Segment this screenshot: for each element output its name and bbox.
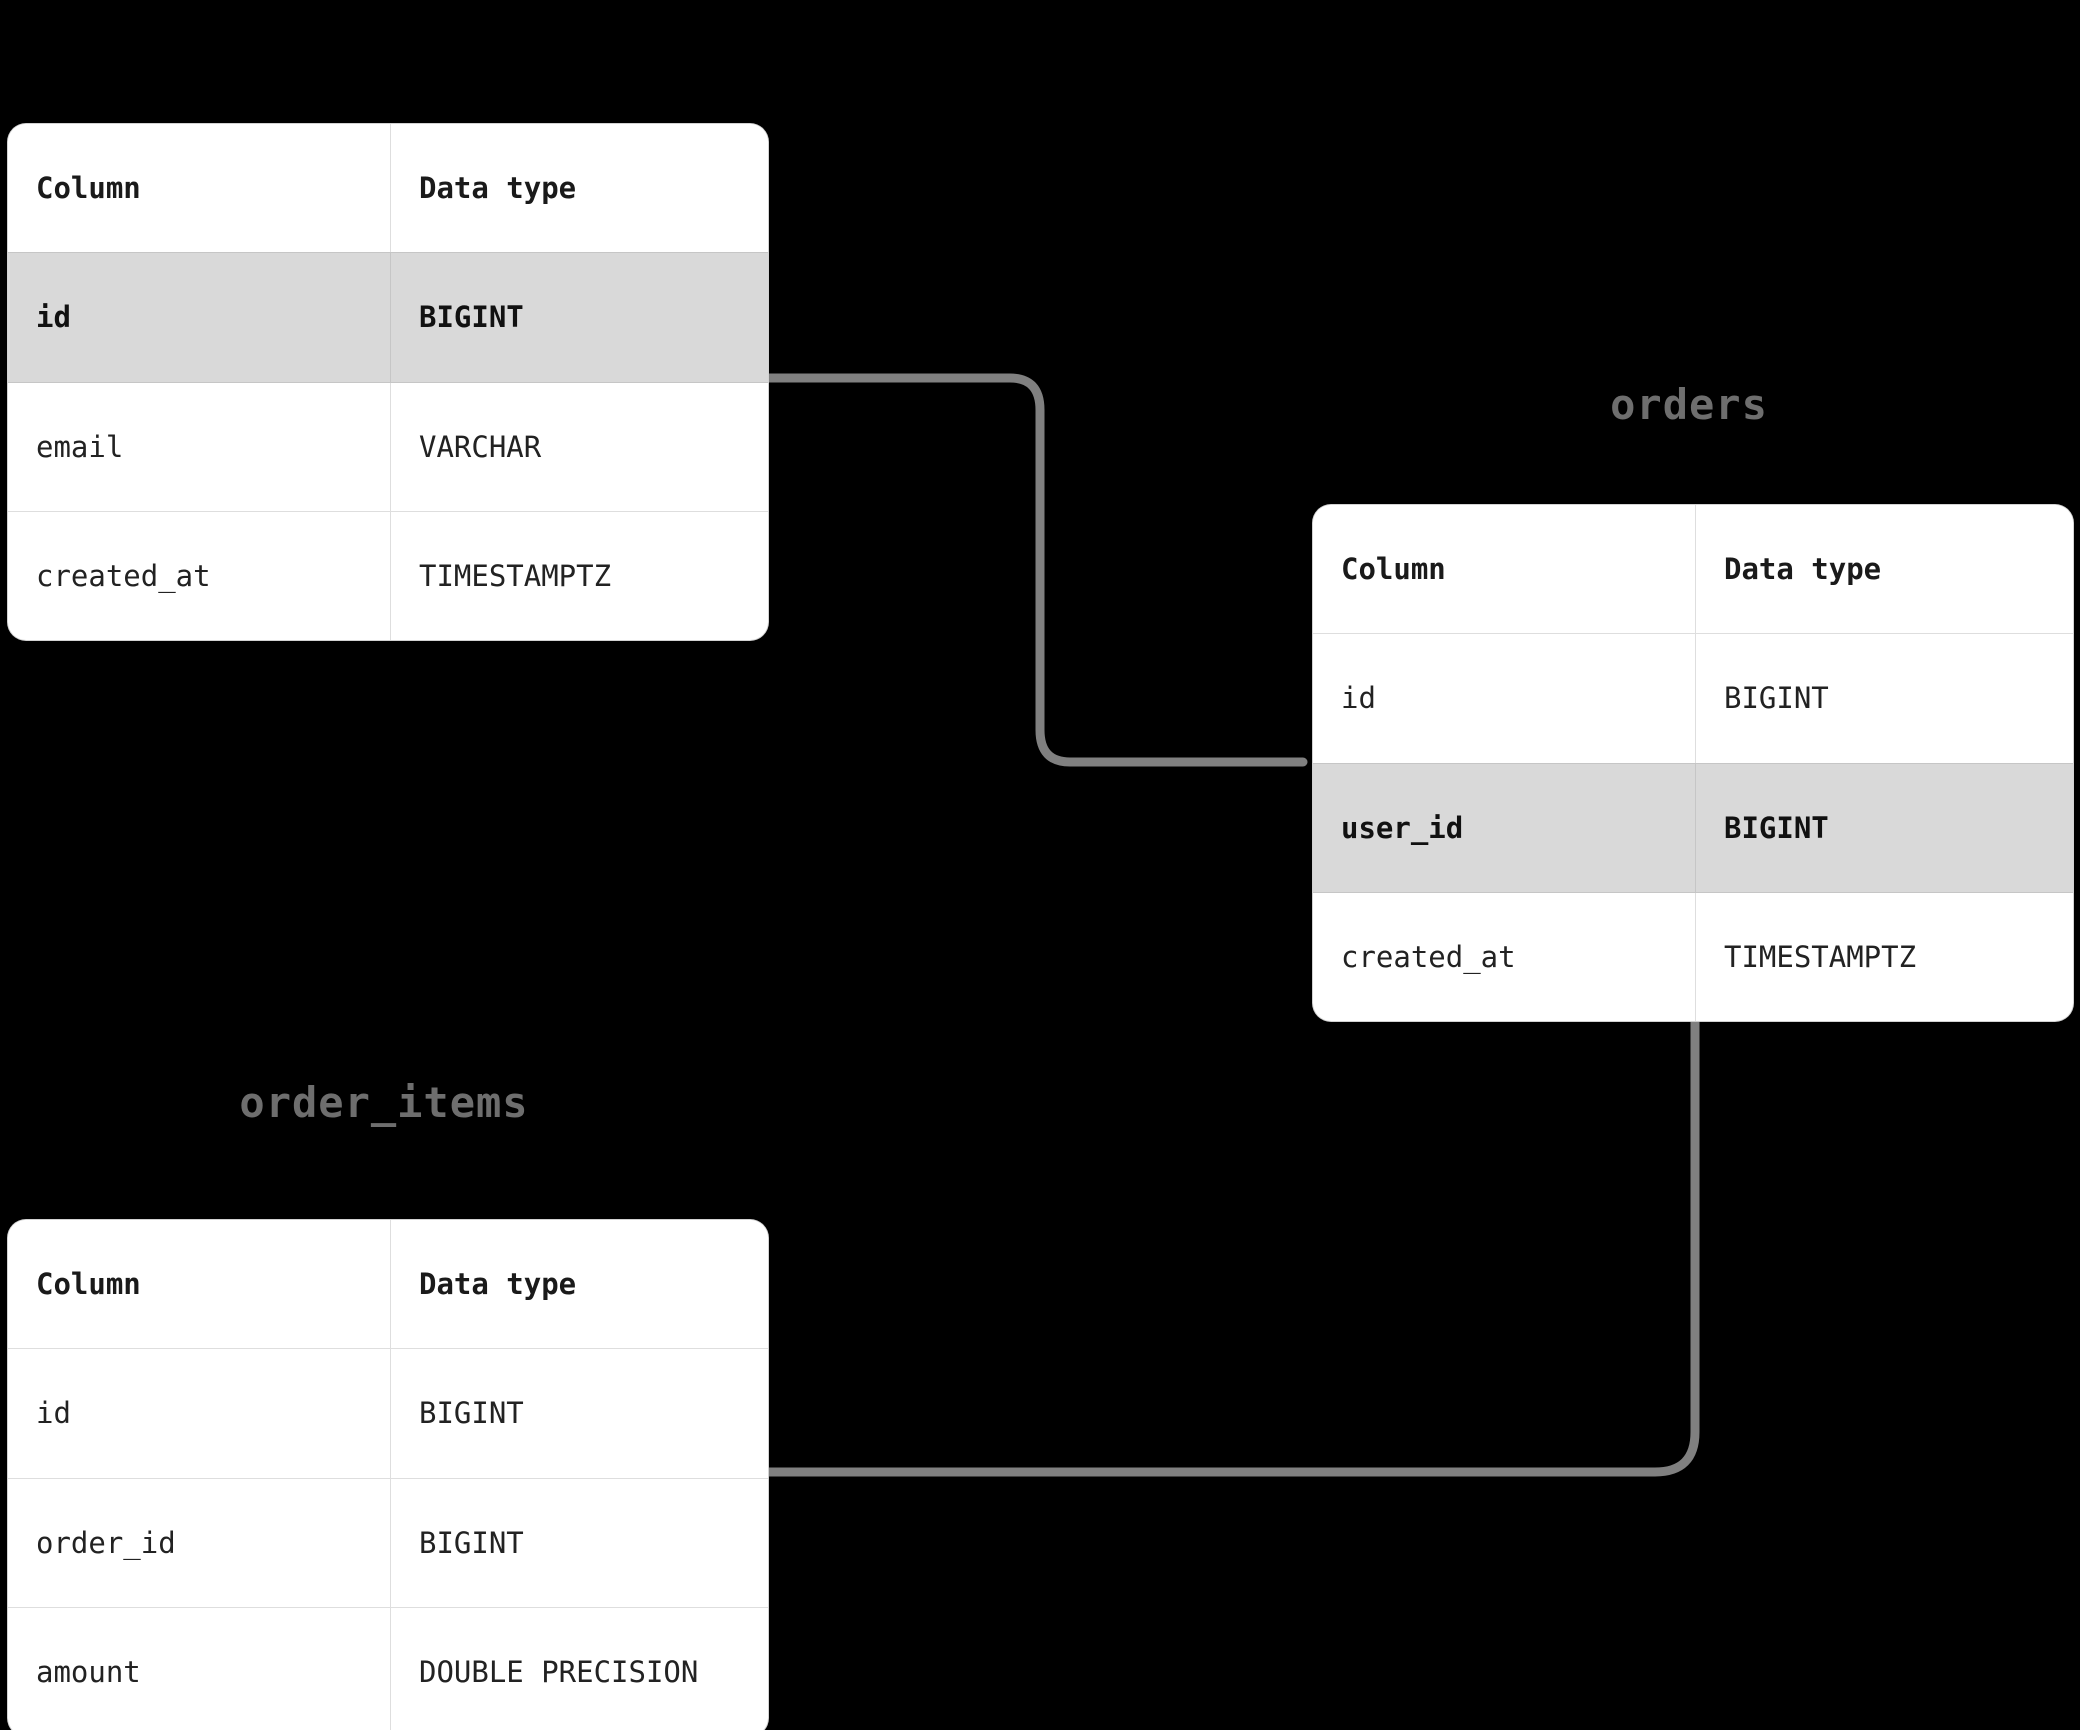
row-column-name: id [8, 1349, 391, 1478]
connector-users-id-to-orders-user-id [763, 373, 1308, 767]
row-column-datatype: TIMESTAMPTZ [419, 558, 612, 593]
table-row[interactable]: amount DOUBLE PRECISION [8, 1606, 768, 1730]
row-column-datatype: DOUBLE PRECISION [419, 1654, 699, 1689]
table-row[interactable]: id BIGINT [1313, 633, 2073, 763]
entity-card-order-items[interactable]: Column Data type id BIGINT order_id BIGI… [8, 1220, 768, 1730]
row-column-name: id [1313, 634, 1696, 763]
row-column-name: created_at [1313, 892, 1696, 1021]
row-column-name: order_id [8, 1478, 391, 1607]
entity-card-orders[interactable]: Column Data type id BIGINT user_id BIGIN… [1313, 505, 2073, 1021]
row-column-datatype: BIGINT [419, 1396, 524, 1431]
row-column-datatype: BIGINT [1724, 681, 1829, 716]
table-header-row: Column Data type [8, 1220, 768, 1349]
row-column-name: amount [8, 1607, 391, 1730]
row-column-datatype: BIGINT [419, 1525, 524, 1560]
row-column-datatype: BIGINT [419, 300, 524, 335]
table-row[interactable]: email VARCHAR [8, 381, 768, 511]
table-row[interactable]: id BIGINT [8, 252, 768, 382]
table-header-row: Column Data type [8, 124, 768, 253]
row-column-name: email [8, 382, 391, 511]
entity-card-users[interactable]: Column Data type id BIGINT email VARCHAR… [8, 124, 768, 640]
row-column-datatype: TIMESTAMPTZ [1724, 939, 1917, 974]
header-cell-column: Column [1313, 505, 1696, 634]
table-row[interactable]: order_id BIGINT [8, 1477, 768, 1607]
header-cell-column: Column [8, 124, 391, 253]
connector-orders-id-to-order-items-order-id [763, 1017, 1700, 1477]
header-cell-column: Column [8, 1220, 391, 1349]
entity-title-order-items: order_items [239, 1078, 529, 1127]
entity-title-users: users [0, 0, 768, 7]
header-cell-datatype: Data type [419, 171, 577, 206]
row-column-datatype: BIGINT [1724, 810, 1829, 845]
row-column-datatype: VARCHAR [419, 429, 542, 464]
header-cell-datatype: Data type [419, 1267, 577, 1302]
table-row[interactable]: created_at TIMESTAMPTZ [1313, 891, 2073, 1021]
row-column-name: user_id [1313, 763, 1696, 892]
table-header-row: Column Data type [1313, 505, 2073, 634]
row-column-name: id [8, 253, 391, 382]
table-row[interactable]: user_id BIGINT [1313, 762, 2073, 892]
row-column-name: created_at [8, 511, 391, 640]
table-row[interactable]: created_at TIMESTAMPTZ [8, 510, 768, 640]
table-row[interactable]: id BIGINT [8, 1348, 768, 1478]
header-cell-datatype: Data type [1724, 552, 1882, 587]
entity-title-orders: orders [1610, 380, 1768, 429]
